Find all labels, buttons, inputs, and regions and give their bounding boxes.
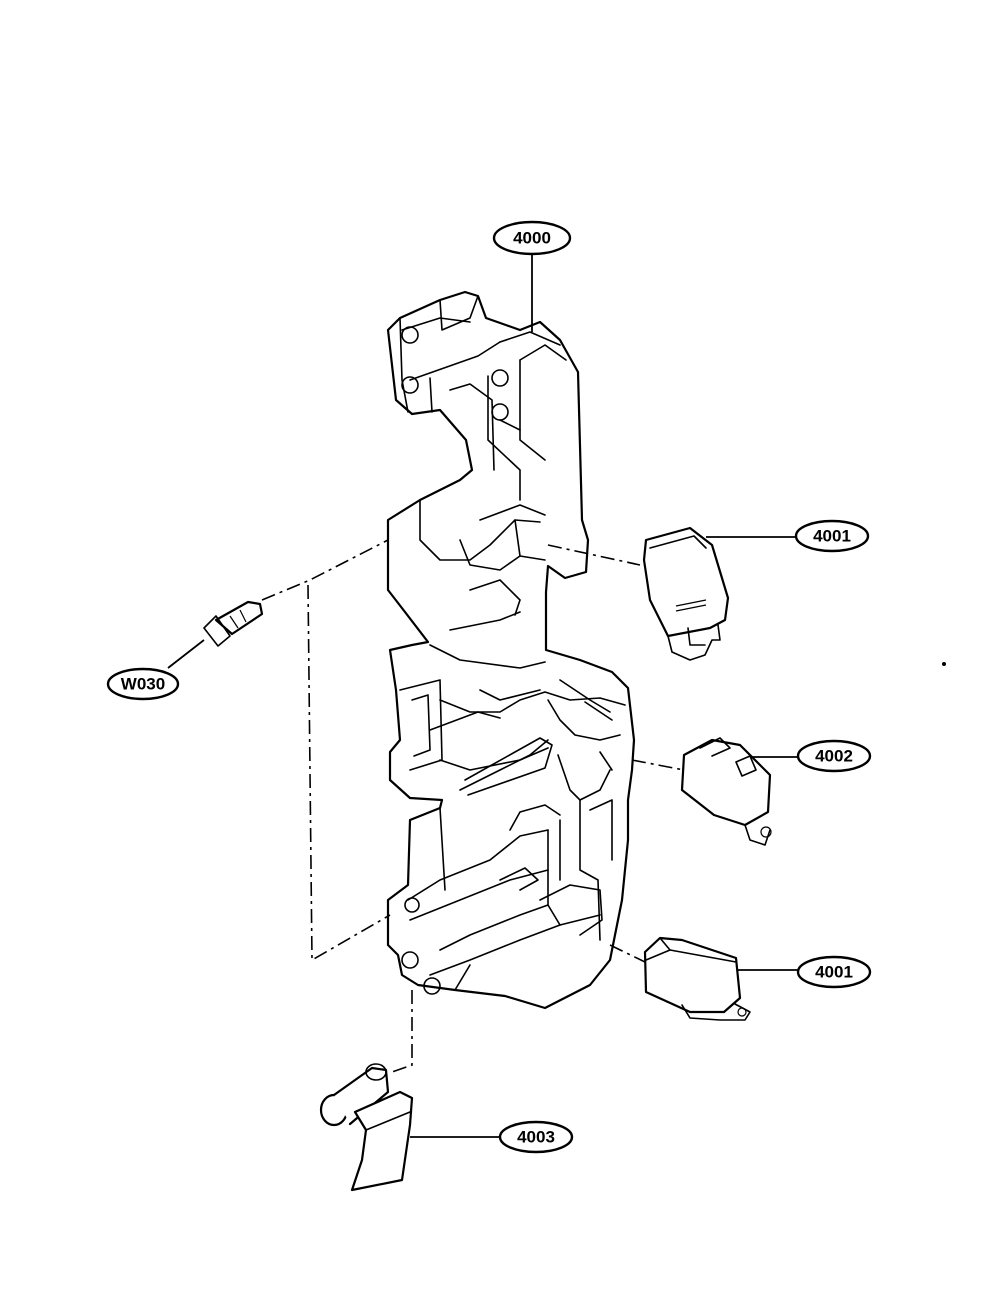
- callout-label: W030: [121, 675, 165, 694]
- latch-frame-part: [386, 290, 636, 1010]
- callout-label: 4000: [513, 229, 551, 248]
- callout-label: 4001: [813, 527, 851, 546]
- callout-label: 4003: [517, 1128, 555, 1147]
- assembly-guide-lines: [261, 539, 685, 1073]
- switch-middle-part: [680, 737, 772, 846]
- callout-frame-main: 4000: [492, 220, 572, 256]
- lever-part: [319, 1063, 414, 1192]
- switch-lower-part: [643, 936, 751, 1021]
- callout-screw: W030: [106, 667, 180, 701]
- leader-lines: [167, 255, 798, 1138]
- callout-label: 4001: [815, 963, 853, 982]
- callout-lever: 4003: [498, 1120, 574, 1154]
- callout-switch-lower: 4001: [796, 955, 872, 989]
- screw-part: [203, 600, 264, 647]
- callout-switch-upper: 4001: [794, 519, 870, 553]
- callout-label: 4002: [815, 747, 853, 766]
- stray-dot: [942, 662, 946, 666]
- callout-switch-middle: 4002: [796, 739, 872, 773]
- switch-upper-part: [642, 526, 730, 661]
